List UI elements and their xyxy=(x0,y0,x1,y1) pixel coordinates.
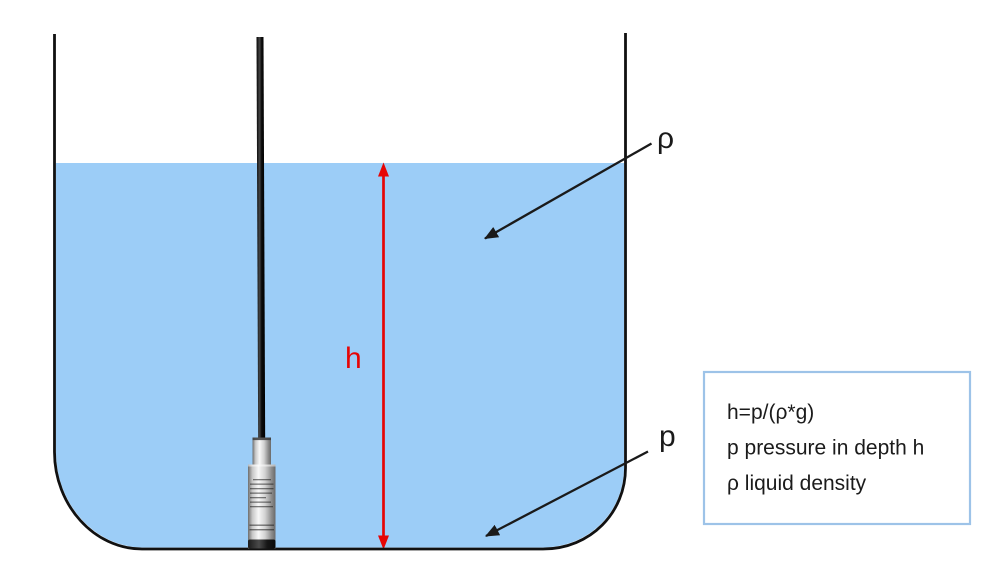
sensor-neck xyxy=(252,437,271,467)
sensor-neck-cap xyxy=(252,437,271,441)
sensor-body-top-highlight xyxy=(248,464,276,467)
formula-line-pressure: p pressure in depth h xyxy=(727,437,924,460)
depth-arrowhead-top xyxy=(378,162,389,177)
density-label-rho: ρ xyxy=(657,122,674,155)
density-leader-line xyxy=(484,142,653,240)
sensor-cable xyxy=(256,37,266,446)
liquid-fill xyxy=(56,163,624,548)
sensor-label-text-lines xyxy=(249,479,274,531)
tank-outline xyxy=(53,33,627,551)
formula-line-equation: h=p/(ρ*g) xyxy=(727,401,814,424)
formula-line-density: ρ liquid density xyxy=(727,472,867,495)
pressure-sensor xyxy=(248,437,276,549)
formula-box xyxy=(702,370,972,526)
depth-label-h: h xyxy=(345,342,362,375)
pressure-label-p: p xyxy=(659,420,676,453)
sensor-bottom-cap xyxy=(248,539,276,549)
pressure-leader-line xyxy=(485,450,649,538)
depth-arrowhead-bottom xyxy=(378,535,389,550)
